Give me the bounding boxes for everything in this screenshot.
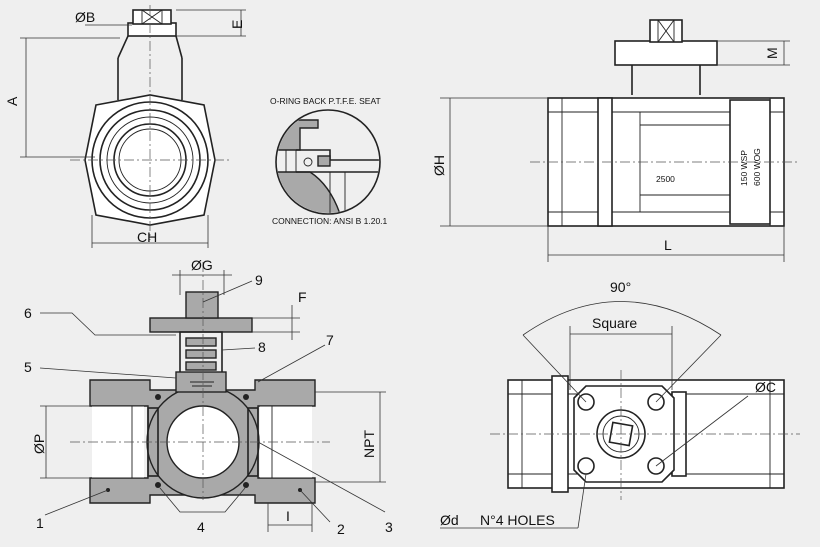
body-marking-wog: 600 WOG xyxy=(752,148,762,186)
section-view: ØG F ØP NPT I 1 2 3 4 5 6 7 xyxy=(24,257,393,537)
dim-square-label: Square xyxy=(592,315,637,331)
part-1-label: 1 xyxy=(36,515,44,531)
dim-i-label: I xyxy=(286,508,290,524)
part-2-label: 2 xyxy=(337,521,345,537)
handle-section xyxy=(149,317,253,333)
part-3-label: 3 xyxy=(385,519,393,535)
handle-lever-side xyxy=(614,40,718,66)
dim-f-label: F xyxy=(298,289,307,305)
seat-detail-view: O-RING BACK P.T.F.E. SEAT CONNECTION: AN… xyxy=(270,96,388,226)
connection-note: CONNECTION: ANSI B 1.20.1 xyxy=(272,216,388,226)
dim-h-label: ØH xyxy=(431,155,447,176)
holes-note: N°4 HOLES xyxy=(480,512,555,528)
part-9-label: 9 xyxy=(255,272,263,288)
dim-a-label: A xyxy=(4,96,20,106)
dim-d-label: Ød xyxy=(440,512,459,528)
dim-b-label: ØB xyxy=(75,9,95,25)
end-view: ØB E A CH xyxy=(4,5,246,248)
part-6-label: 6 xyxy=(24,305,32,321)
dim-m-label: M xyxy=(764,47,780,59)
body-marking-2500: 2500 xyxy=(656,174,675,184)
part-4-label: 4 xyxy=(197,519,205,535)
dim-e-label: E xyxy=(229,20,245,29)
part-8-label: 8 xyxy=(258,339,266,355)
side-view: 2500 150 WSP 600 WOG M ØH L xyxy=(431,19,800,262)
handle-plate-end xyxy=(127,22,177,37)
dim-p-label: ØP xyxy=(31,434,47,454)
dim-c-label: ØC xyxy=(755,379,776,395)
part-7-label: 7 xyxy=(326,332,334,348)
part-5-label: 5 xyxy=(24,359,32,375)
dim-g-label: ØG xyxy=(191,257,213,273)
seat-note: O-RING BACK P.T.F.E. SEAT xyxy=(270,96,381,106)
angle-label: 90° xyxy=(610,279,631,295)
dim-npt-label: NPT xyxy=(361,430,377,458)
top-view: 90° Square ØC Ød N°4 HOLES xyxy=(440,279,800,529)
dim-l-label: L xyxy=(664,237,672,253)
body-marking-wsp: 150 WSP xyxy=(739,150,749,186)
dim-ch-label: CH xyxy=(137,229,157,245)
